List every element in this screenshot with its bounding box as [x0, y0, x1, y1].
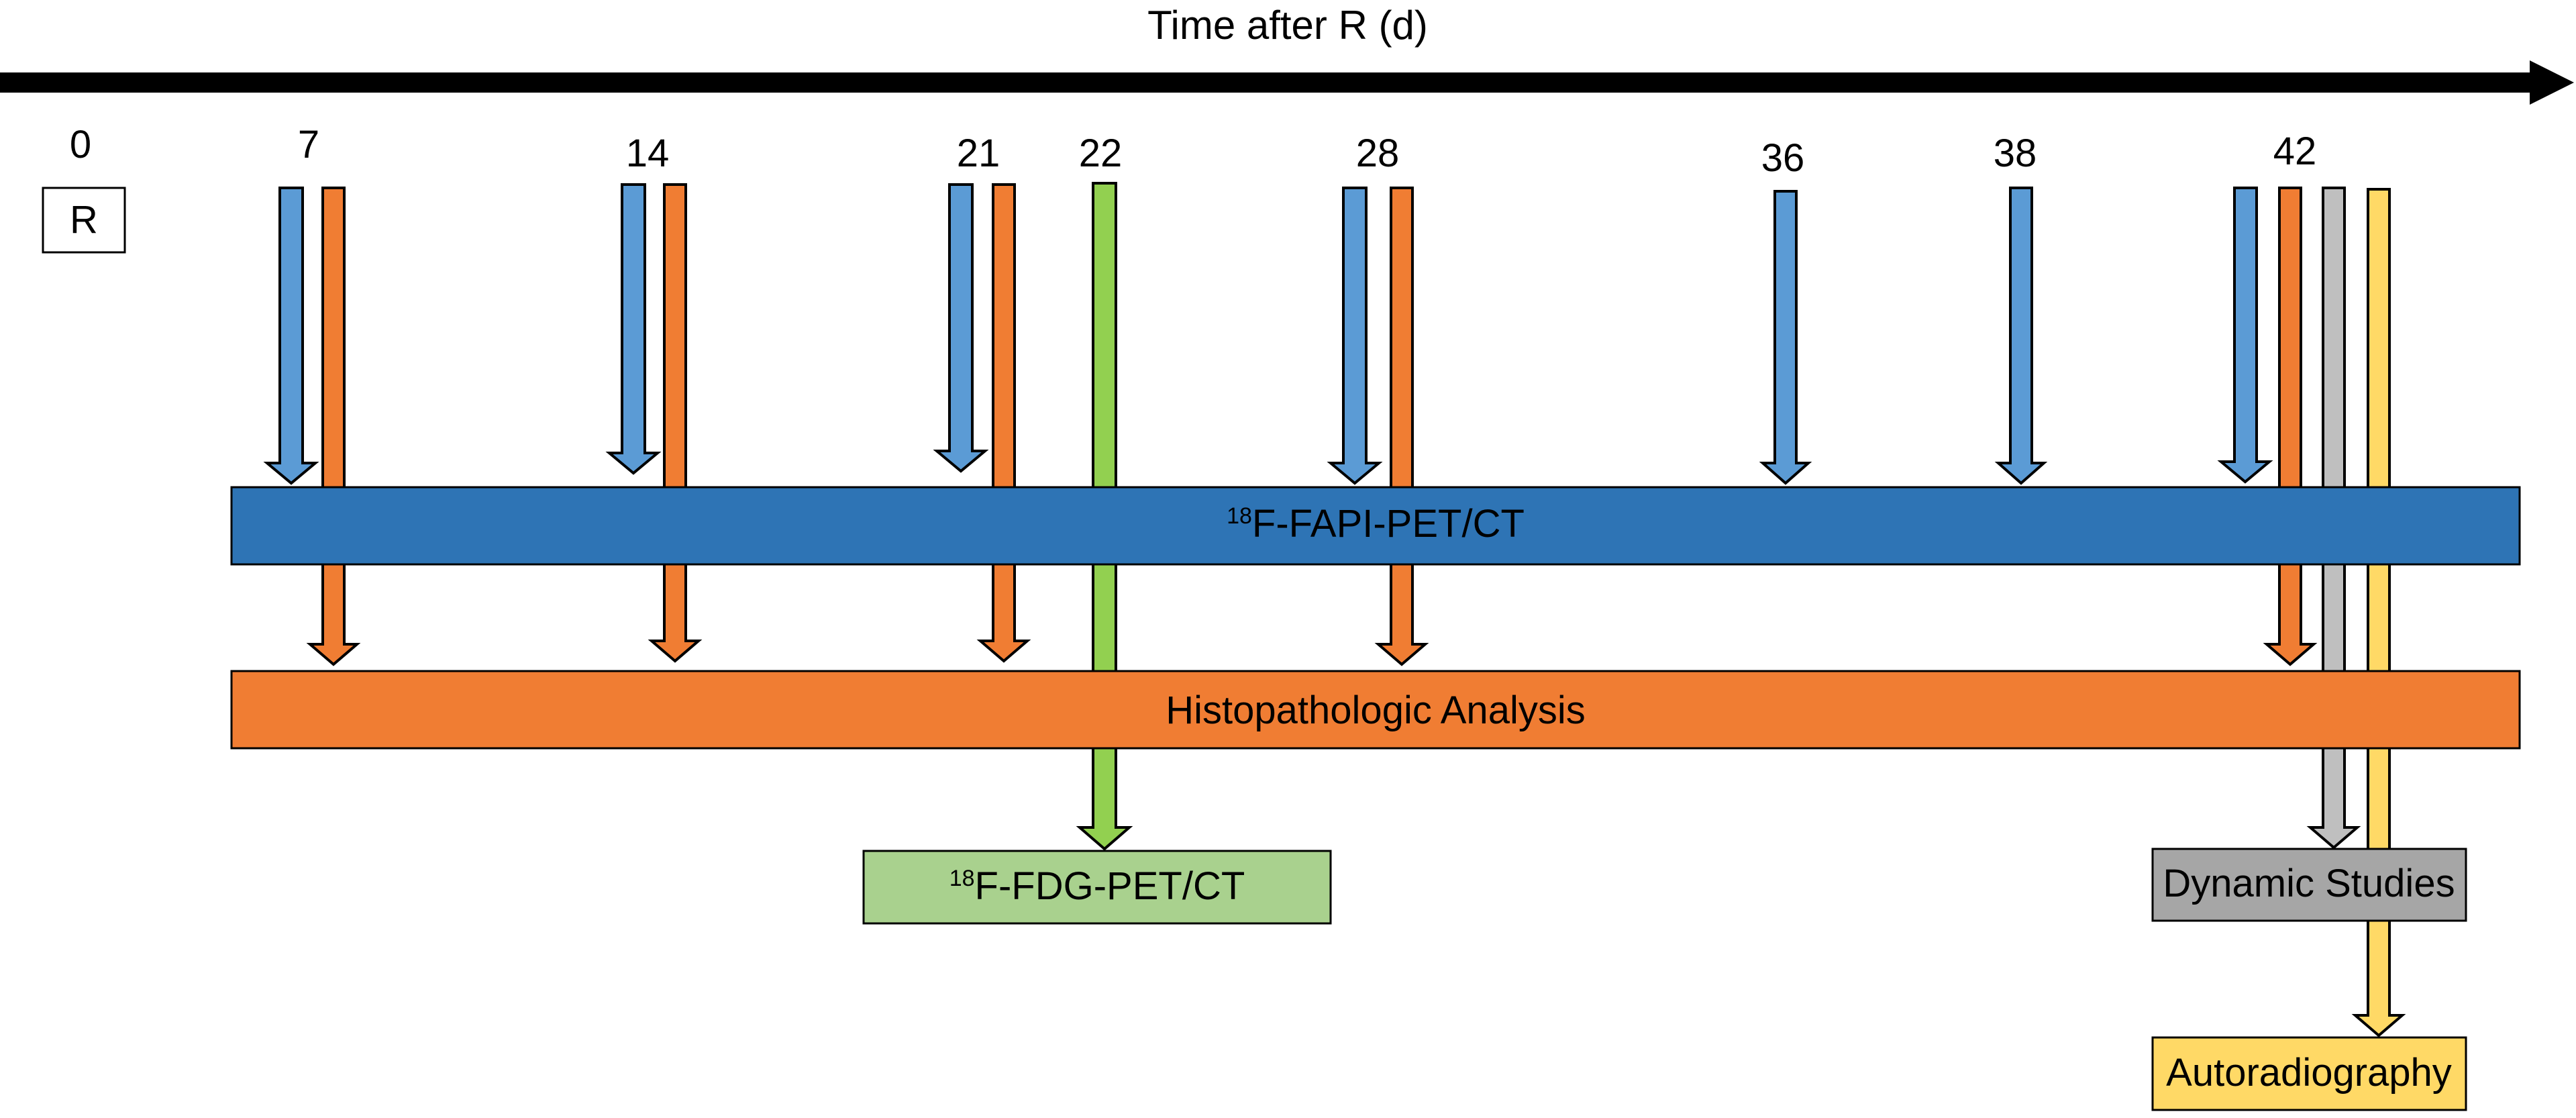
day-label-21: 21 — [957, 132, 1000, 175]
orange-arrow-day14 — [648, 183, 703, 663]
axis-title: Time after R (d) — [1147, 3, 1428, 48]
blue-arrow-day14 — [605, 183, 662, 475]
yellow-arrow-day42 — [2351, 188, 2406, 1037]
histopathologic-analysis-bar: Histopathologic Analysis — [230, 670, 2521, 750]
orange-arrow-day42 — [2263, 187, 2318, 666]
blue-arrow-day21 — [933, 183, 989, 473]
day-label-7: 7 — [298, 123, 319, 166]
day-label-36: 36 — [1761, 136, 1805, 180]
autoradiography-box: Autoradiography — [2151, 1036, 2467, 1111]
orange-arrow-day21 — [976, 183, 1031, 663]
fapi-pet-ct-bar: 18F-FAPI-PET/CT — [230, 486, 2521, 566]
orange-arrow-day28 — [1374, 187, 1429, 666]
day-label-38: 38 — [1994, 132, 2037, 175]
blue-arrow-day42 — [2217, 187, 2273, 484]
start-marker-label: R — [70, 198, 98, 242]
day-label-0: 0 — [70, 123, 91, 166]
fdg-pet-ct-box: 18F-FDG-PET/CT — [862, 850, 1332, 925]
orange-arrow-day7 — [306, 187, 361, 666]
day-label-22: 22 — [1079, 132, 1123, 175]
histopathologic-analysis-label: Histopathologic Analysis — [1166, 689, 1585, 732]
start-marker: R — [42, 187, 126, 254]
blue-arrow-day38 — [1994, 187, 2048, 485]
autoradiography-label: Autoradiography — [2166, 1051, 2452, 1095]
blue-arrow-day36 — [1759, 190, 1812, 485]
timeline-arrow — [0, 60, 2574, 105]
fapi-pet-ct-label: 18F-FAPI-PET/CT — [1227, 502, 1525, 546]
day-label-42: 42 — [2273, 130, 2317, 173]
dynamic-studies-label: Dynamic Studies — [2163, 862, 2455, 905]
blue-arrow-day7 — [263, 187, 319, 485]
day-label-28: 28 — [1356, 132, 1400, 175]
blue-arrow-day28 — [1327, 187, 1383, 485]
dynamic-studies-box: Dynamic Studies — [2151, 848, 2467, 922]
day-label-14: 14 — [626, 132, 670, 175]
fdg-pet-ct-label: 18F-FDG-PET/CT — [949, 864, 1245, 908]
